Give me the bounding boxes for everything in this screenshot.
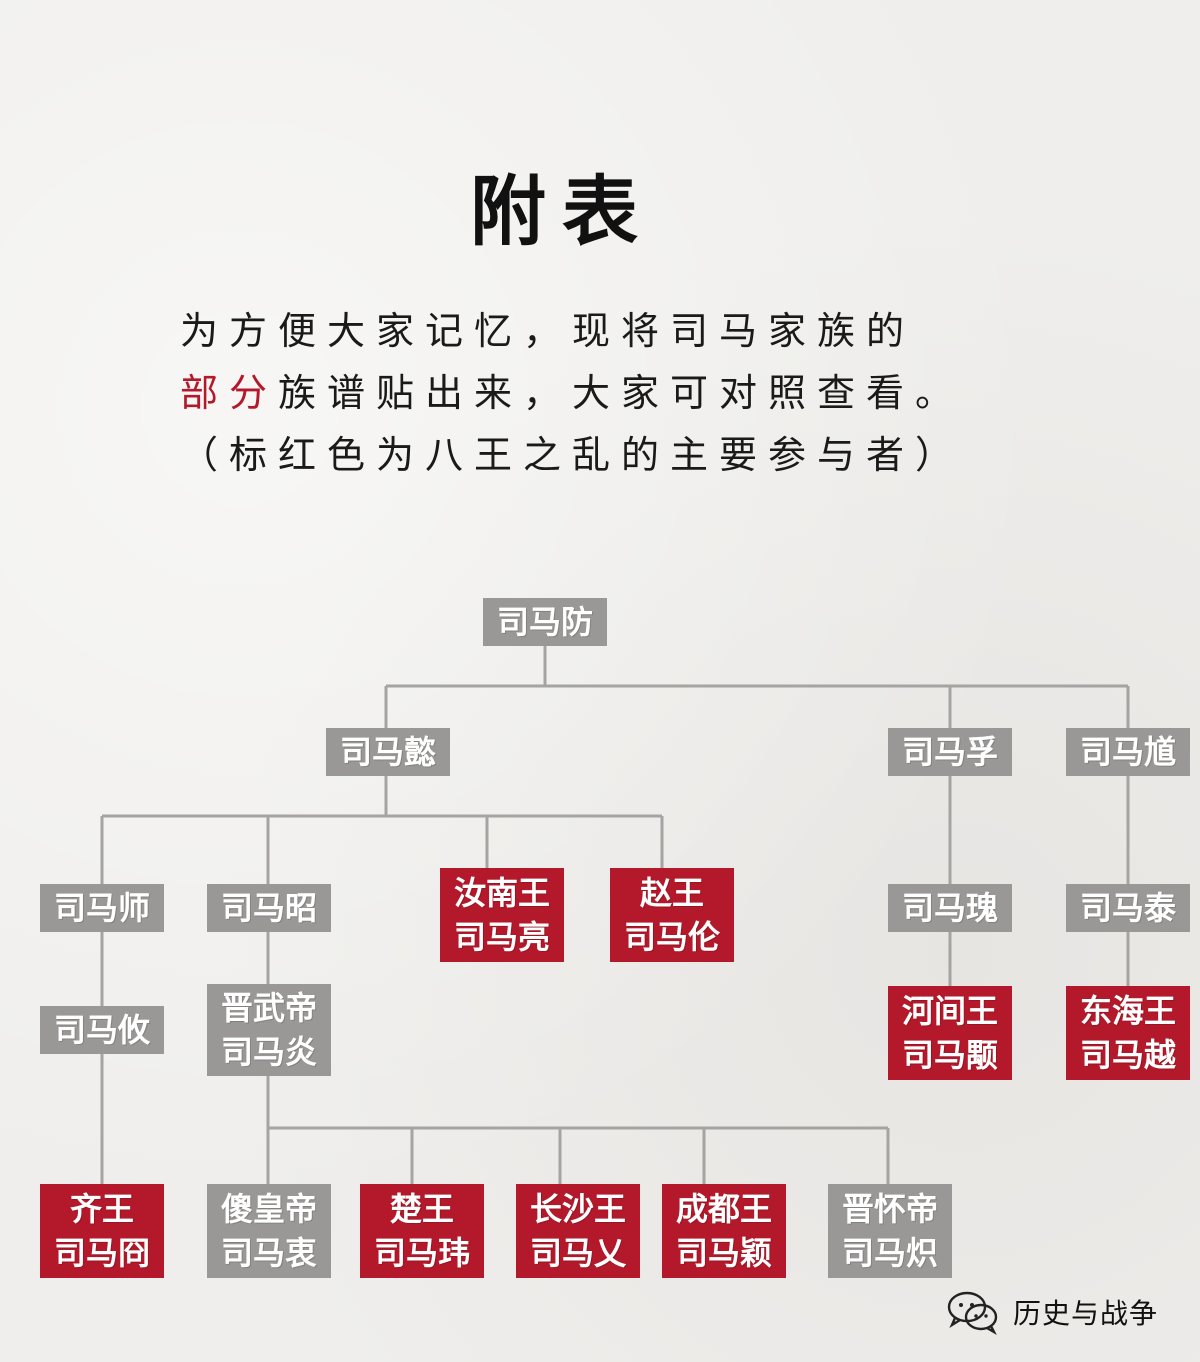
- watermark: 历史与战争: [945, 1282, 1158, 1342]
- page-title: 附表: [470, 167, 654, 256]
- node-title: 汝南王: [453, 874, 550, 912]
- node-label: 司马炽: [841, 1234, 938, 1272]
- node-label: 司马昭: [220, 889, 317, 927]
- node-label: 司马防: [496, 603, 593, 641]
- node-sima-ai: 长沙王 司马乂: [516, 1184, 640, 1278]
- node-title: 成都王: [675, 1190, 772, 1228]
- node-title: 东海王: [1079, 992, 1176, 1030]
- node-sima-yong: 河间王 司马颙: [888, 986, 1012, 1080]
- node-title: 楚王: [389, 1190, 454, 1228]
- node-label: 司马师: [53, 889, 150, 927]
- node-sima-fang: 司马防: [483, 598, 607, 646]
- node-label: 司马乂: [529, 1234, 626, 1272]
- node-sima-fu: 司马孚: [888, 728, 1012, 776]
- node-title: 傻皇帝: [220, 1190, 317, 1228]
- node-label: 司马颙: [901, 1036, 998, 1074]
- node-sima-tai: 司马泰: [1066, 884, 1190, 932]
- node-sima-yue: 东海王 司马越: [1066, 986, 1190, 1080]
- wechat-icon: [947, 1291, 998, 1336]
- watermark-text: 历史与战争: [1013, 1297, 1159, 1330]
- node-label: 司马馗: [1079, 733, 1176, 771]
- node-label: 司马孚: [901, 733, 998, 771]
- node-label: 司马炎: [220, 1033, 317, 1071]
- node-title: 赵王: [639, 874, 704, 912]
- node-sima-jiong: 齐王 司马冏: [40, 1184, 164, 1278]
- node-sima-gui: 司马瑰: [888, 884, 1012, 932]
- node-label: 司马懿: [339, 733, 436, 771]
- node-sima-zhong: 傻皇帝 司马衷: [207, 1184, 331, 1278]
- node-sima-ying: 成都王 司马颖: [662, 1184, 786, 1278]
- node-sima-yan: 晋武帝 司马炎: [207, 984, 331, 1076]
- node-sima-you: 司马攸: [40, 1006, 164, 1054]
- node-label: 司马越: [1079, 1036, 1176, 1074]
- node-label: 司马攸: [53, 1011, 150, 1049]
- intro-line-3: （标红色为八王之乱的主要参与者）: [180, 433, 965, 477]
- node-label: 司马玮: [373, 1234, 470, 1272]
- node-sima-liang: 汝南王 司马亮: [440, 868, 564, 962]
- node-title: 齐王: [69, 1190, 134, 1228]
- node-title: 晋武帝: [220, 989, 317, 1027]
- node-title: 长沙王: [529, 1190, 626, 1228]
- intro-line-2: 部分族谱贴出来，大家可对照查看。: [180, 362, 1020, 417]
- node-label: 司马颖: [675, 1234, 772, 1272]
- node-label: 司马伦: [623, 918, 720, 956]
- node-sima-lun: 赵王 司马伦: [610, 868, 734, 962]
- node-sima-zhao: 司马昭: [207, 884, 331, 932]
- intro-line-1: 为方便大家记忆，现将司马家族的: [180, 309, 916, 353]
- node-title: 晋怀帝: [841, 1190, 938, 1228]
- intro-highlight: 部分: [180, 371, 279, 415]
- node-label: 司马亮: [453, 918, 550, 956]
- intro-line-2-rest: 族谱贴出来，大家可对照查看。: [278, 371, 965, 415]
- node-sima-yi: 司马懿: [326, 728, 450, 776]
- node-label: 司马瑰: [901, 889, 998, 927]
- node-sima-shi: 司马师: [40, 884, 164, 932]
- node-label: 司马冏: [53, 1234, 150, 1272]
- node-label: 司马衷: [220, 1234, 317, 1272]
- node-title: 河间王: [901, 992, 998, 1030]
- node-sima-chi: 晋怀帝 司马炽: [828, 1184, 952, 1278]
- node-label: 司马泰: [1079, 889, 1176, 927]
- node-sima-kui: 司马馗: [1066, 728, 1190, 776]
- node-sima-wei: 楚王 司马玮: [360, 1184, 484, 1278]
